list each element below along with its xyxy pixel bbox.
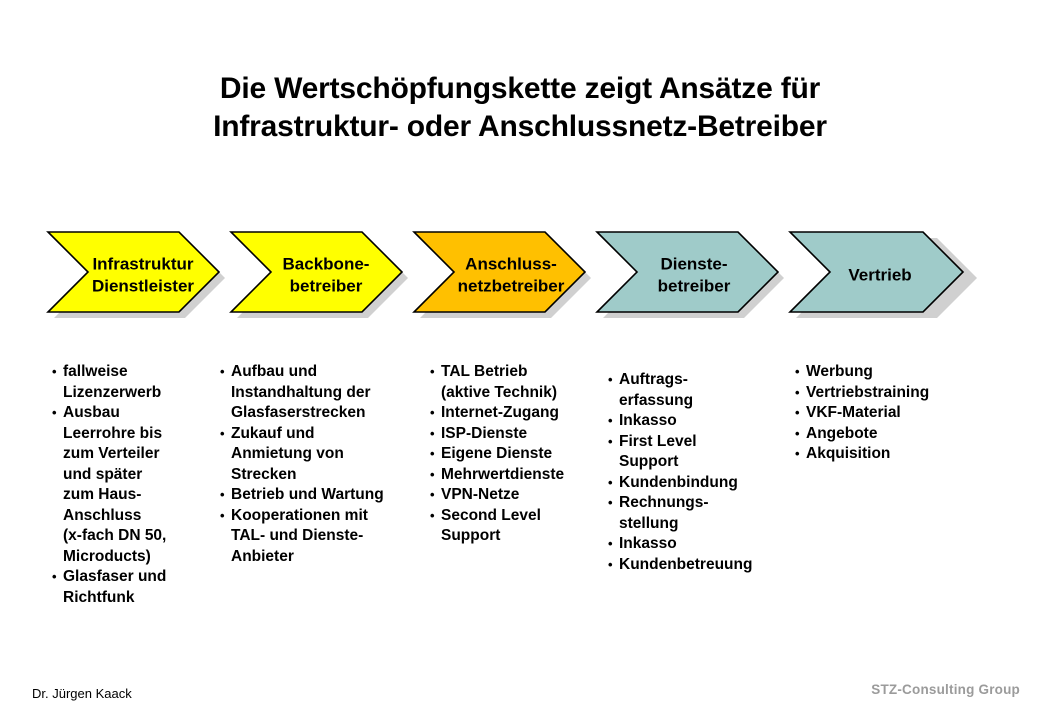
chevron-stage-1-label-line-1: Infrastruktur (92, 254, 193, 273)
chevron-stage-2-label-line-2: betreiber (290, 276, 363, 295)
list-item: ISP-Dienste (430, 423, 610, 445)
list-item: Werbung (795, 361, 995, 383)
stage-detail-column-4: Auftrags- erfassung Inkasso First Level … (608, 369, 793, 576)
stage-detail-columns: fallweise Lizenzerwerb Ausbau Leerrohre … (0, 361, 1040, 652)
stage-detail-column-3: TAL Betrieb (aktive Technik) Internet-Zu… (430, 361, 610, 547)
value-chain-chevron-band: Infrastruktur Dienstleister Backbone- be… (0, 222, 1040, 332)
chevron-stage-2-label-line-1: Backbone- (283, 254, 370, 273)
list-item: Internet-Zugang (430, 402, 610, 424)
list-item: Akquisition (795, 443, 995, 465)
list-item: Kooperationen mit TAL- und Dienste- Anbi… (220, 505, 425, 568)
list-item: Inkasso (608, 410, 793, 432)
list-item: Angebote (795, 423, 995, 445)
bullet-list-3: TAL Betrieb (aktive Technik) Internet-Zu… (430, 361, 610, 547)
chevron-stage-3-label-line-2: netzbetreiber (458, 276, 565, 295)
chevron-stage-1[interactable]: Infrastruktur Dienstleister (46, 231, 221, 313)
chevron-stage-5-label-line-1: Vertrieb (848, 265, 911, 284)
list-item: Kundenbetreuung (608, 554, 793, 576)
bullet-list-5: Werbung Vertriebstraining VKF-Material A… (795, 361, 995, 465)
list-item: Mehrwertdienste (430, 464, 610, 486)
chevron-stage-1-shape[interactable] (46, 231, 221, 313)
list-item: Ausbau Leerrohre bis zum Verteiler und s… (52, 402, 217, 567)
list-item: VPN-Netze (430, 484, 610, 506)
list-item: Zukauf und Anmietung von Strecken (220, 423, 425, 486)
chevron-stage-3[interactable]: Anschluss- netzbetreiber (412, 231, 587, 313)
list-item: First Level Support (608, 431, 793, 473)
chevron-stage-4-label-line-2: betreiber (658, 276, 731, 295)
chevron-diagram: Infrastruktur Dienstleister Backbone- be… (46, 231, 977, 318)
chevron-stage-1-label-line-2: Dienstleister (92, 276, 194, 295)
list-item: Rechnungs- stellung (608, 492, 793, 534)
chevron-stage-2[interactable]: Backbone- betreiber (229, 231, 404, 313)
chevron-stage-4[interactable]: Dienste- betreiber (595, 231, 780, 313)
bullet-list-4: Auftrags- erfassung Inkasso First Level … (608, 369, 793, 576)
list-item: Eigene Dienste (430, 443, 610, 465)
list-item: Auftrags- erfassung (608, 369, 793, 411)
list-item: Inkasso (608, 533, 793, 555)
stage-detail-column-5: Werbung Vertriebstraining VKF-Material A… (795, 361, 995, 465)
list-item: Betrieb und Wartung (220, 484, 425, 506)
chevron-stage-2-shape[interactable] (229, 231, 404, 313)
list-item: Kundenbindung (608, 472, 793, 494)
chevron-stage-4-label-line-1: Dienste- (660, 254, 727, 273)
list-item: TAL Betrieb (aktive Technik) (430, 361, 610, 403)
bullet-list-1: fallweise Lizenzerwerb Ausbau Leerrohre … (52, 361, 217, 608)
list-item: Second Level Support (430, 505, 610, 547)
bullet-list-2: Aufbau und Instandhaltung der Glasfasers… (220, 361, 425, 568)
chevron-stage-5-shape[interactable] (788, 231, 965, 313)
list-item: fallweise Lizenzerwerb (52, 361, 217, 403)
page-title: Die Wertschöpfungskette zeigt Ansätze fü… (0, 70, 1040, 146)
footer-company-logo: STZ-Consulting Group (871, 682, 1020, 697)
chevron-stage-4-shape[interactable] (595, 231, 780, 313)
page-title-line-1: Die Wertschöpfungskette zeigt Ansätze fü… (219, 72, 821, 105)
chevron-stage-3-shape[interactable] (412, 231, 587, 313)
chevron-stage-3-label-line-1: Anschluss- (465, 254, 557, 273)
list-item: VKF-Material (795, 402, 995, 424)
chevron-stage-5[interactable]: Vertrieb (788, 231, 965, 313)
stage-detail-column-1: fallweise Lizenzerwerb Ausbau Leerrohre … (52, 361, 217, 608)
stage-detail-column-2: Aufbau und Instandhaltung der Glasfasers… (220, 361, 425, 568)
list-item: Aufbau und Instandhaltung der Glasfasers… (220, 361, 425, 424)
list-item: Vertriebstraining (795, 382, 995, 404)
list-item: Glasfaser und Richtfunk (52, 566, 217, 608)
footer-author: Dr. Jürgen Kaack (32, 686, 132, 701)
page-title-line-2: Infrastruktur- oder Anschlussnetz-Betrei… (213, 110, 827, 143)
